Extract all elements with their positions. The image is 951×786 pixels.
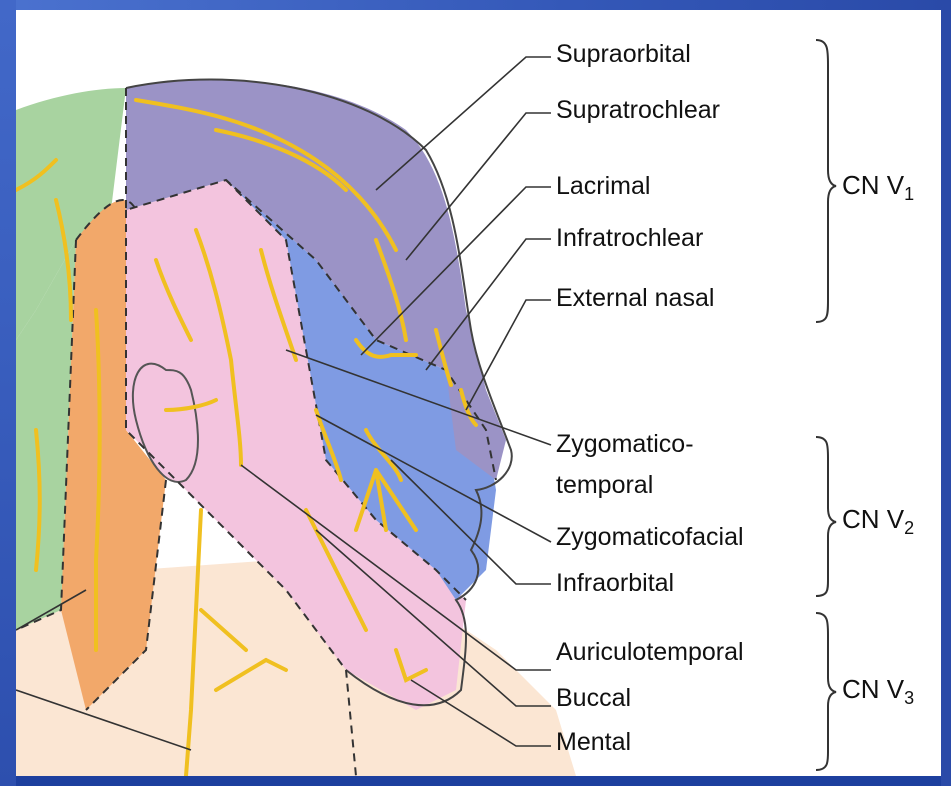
- label-zygomaticotemporal-1: Zygomatico-: [556, 430, 694, 458]
- group-label-cn-v3: CN V3: [842, 674, 914, 709]
- slide-frame-top: [0, 0, 951, 10]
- head-illustration: [16, 10, 941, 776]
- label-infratrochlear: Infratrochlear: [556, 224, 703, 252]
- label-buccal: Buccal: [556, 684, 631, 712]
- group-label-cn-v2: CN V2: [842, 504, 914, 539]
- label-zygomaticofacial: Zygomaticofacial: [556, 523, 744, 551]
- group-label-cn-v1: CN V1: [842, 170, 914, 205]
- slide-frame-left: [0, 0, 16, 786]
- label-auriculotemporal: Auriculotemporal: [556, 638, 744, 666]
- label-infraorbital: Infraorbital: [556, 569, 674, 597]
- group-braces: [816, 40, 836, 770]
- label-supratrochlear: Supratrochlear: [556, 96, 720, 124]
- label-mental: Mental: [556, 728, 631, 756]
- label-external-nasal: External nasal: [556, 284, 714, 312]
- slide-frame-right: [941, 0, 951, 786]
- label-lacrimal: Lacrimal: [556, 172, 650, 200]
- label-supraorbital: Supraorbital: [556, 40, 691, 68]
- diagram-panel: Supraorbital Supratrochlear Lacrimal Inf…: [16, 10, 941, 776]
- label-zygomaticotemporal-2: temporal: [556, 471, 653, 499]
